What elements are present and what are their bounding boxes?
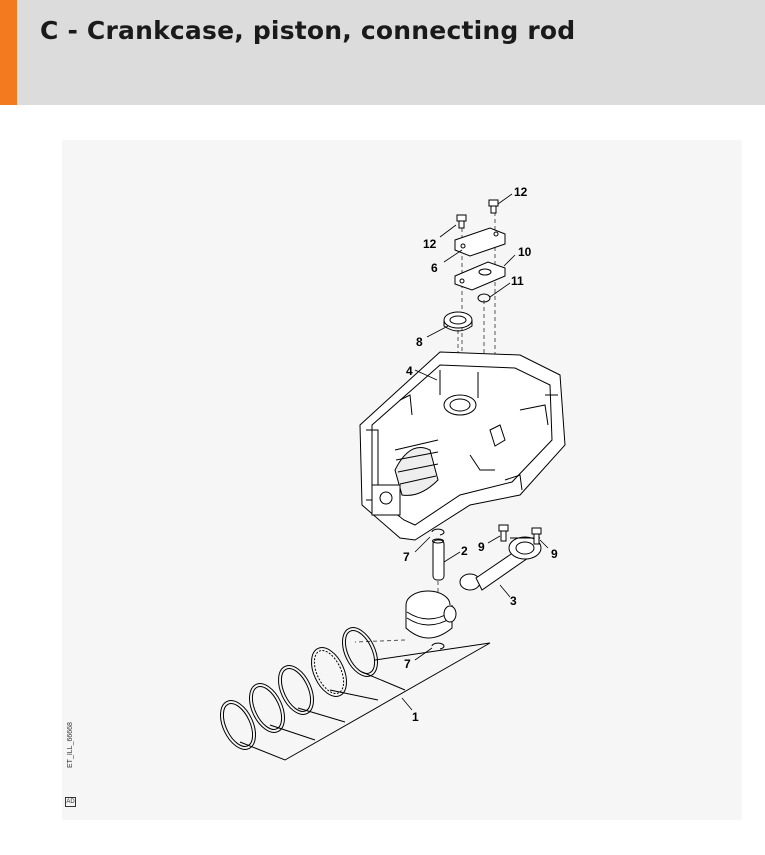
page-title: C - Crankcase, piston, connecting rod	[40, 16, 576, 45]
bolt-9-left	[498, 524, 509, 542]
piston-pin-2	[432, 538, 445, 581]
circlip-7-lower	[431, 642, 445, 650]
gasket-10	[454, 261, 506, 291]
crankcase-4	[359, 351, 566, 541]
callout-3: 3	[510, 594, 517, 608]
callout-4: 4	[406, 364, 413, 378]
exploded-parts-diagram: 12 12 6 10 11 8 4 7 2 9 9 3 7 1	[62, 140, 742, 820]
callout-7-lower: 7	[404, 657, 411, 671]
screw-12-upper	[488, 199, 499, 214]
cover-plate-6	[454, 227, 506, 257]
callout-7-upper: 7	[403, 550, 410, 564]
illustration-reference-box: AD	[65, 797, 76, 807]
o-ring-11	[477, 293, 491, 303]
callout-9-right: 9	[551, 547, 558, 561]
connecting-rod-3	[459, 536, 542, 591]
callout-11: 11	[511, 274, 524, 288]
piston	[405, 590, 457, 639]
illustration-reference-code: ET_ILL_66668	[67, 722, 74, 768]
page-header: C - Crankcase, piston, connecting rod	[0, 0, 765, 105]
leader-lines	[401, 193, 549, 711]
callout-6: 6	[431, 261, 438, 275]
diagram-drawing: 12 12 6 10 11 8 4 7 2 9 9 3 7 1	[220, 185, 566, 761]
callout-8: 8	[416, 335, 423, 349]
part-1-bracket	[239, 642, 491, 761]
seal-ring-8	[443, 311, 473, 332]
callout-12-lower: 12	[423, 237, 437, 251]
bolt-9-right	[531, 527, 542, 545]
callout-2: 2	[461, 544, 468, 558]
callout-10: 10	[518, 245, 532, 259]
callout-1: 1	[412, 710, 419, 724]
circlip-7-upper	[431, 528, 445, 536]
callout-12-upper: 12	[514, 185, 528, 199]
callout-9-left: 9	[478, 540, 485, 554]
piston-rings-1	[220, 627, 378, 750]
screw-12-lower	[456, 214, 467, 229]
header-accent-bar	[0, 0, 17, 105]
